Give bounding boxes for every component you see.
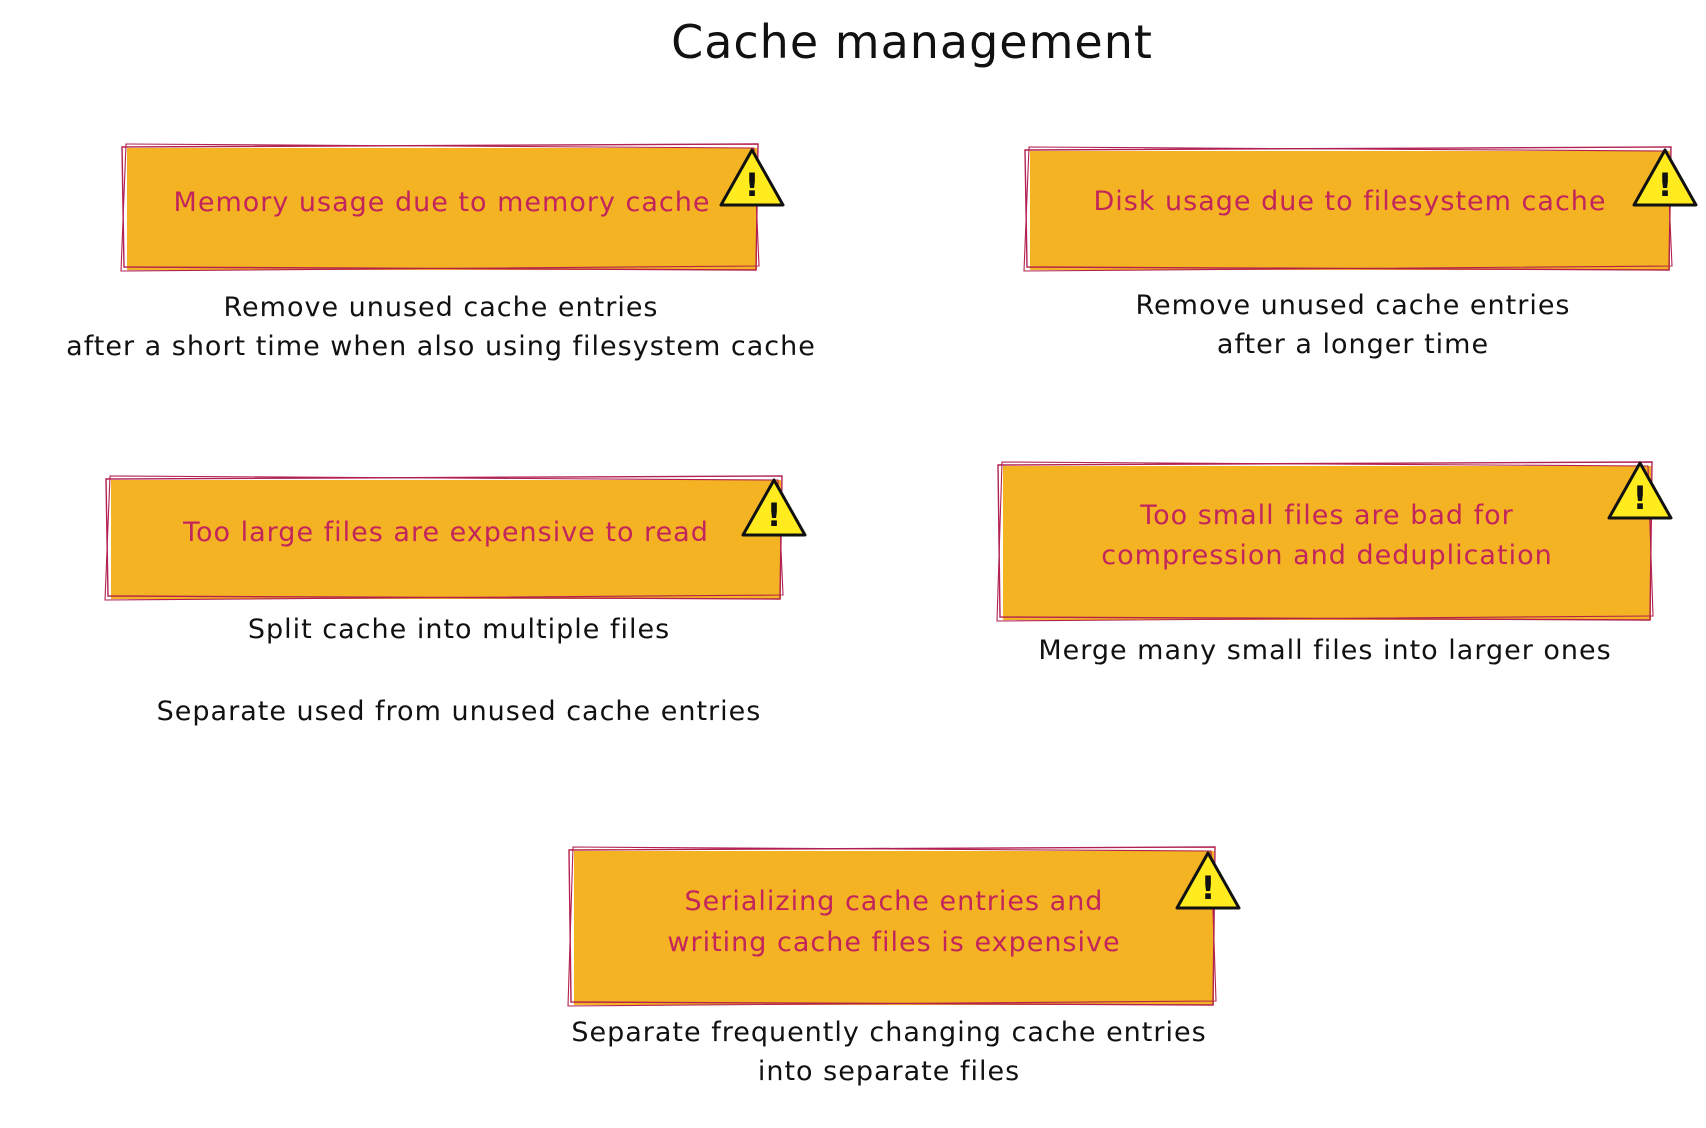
solution-text: Merge many small files into larger ones (1038, 635, 1611, 666)
problem-box-outline (105, 475, 783, 600)
problem-box-disk (1030, 151, 1670, 270)
problem-box-outline (1023, 146, 1673, 272)
problem-box-outline (568, 846, 1216, 1006)
warning-icon: ! (1607, 461, 1673, 520)
warning-triangle (719, 148, 785, 207)
solution-text: into separate files (758, 1056, 1020, 1087)
problem-text: compression and deduplication (1101, 540, 1552, 571)
problem-text: Too small files are bad for (1139, 500, 1514, 531)
problem-text: Serializing cache entries and (685, 886, 1104, 917)
page-title: Cache management (671, 15, 1153, 69)
problem-group-serializing: Serializing cache entries and writing cac… (567, 846, 1241, 1087)
solution-text: Remove unused cache entries (1135, 290, 1570, 321)
problem-box-outline (567, 846, 1217, 1007)
warning-mark: ! (1658, 166, 1673, 204)
solution-text: Remove unused cache entries (223, 292, 658, 323)
problem-box-small-files (1003, 466, 1651, 620)
problem-group-large-files: Too large files are expensive to read! Sp… (104, 475, 807, 727)
solution-text: Separate used from unused cache entries (157, 696, 762, 727)
warning-triangle (1607, 461, 1673, 520)
problem-text: Memory usage due to memory cache (174, 187, 711, 218)
problem-group-memory: Memory usage due to memory cache! Remove … (66, 143, 816, 362)
problem-box-large-files (111, 480, 781, 599)
warning-mark: ! (767, 496, 782, 534)
problem-box-outline (121, 143, 759, 271)
problem-box-outline (104, 475, 784, 601)
warning-icon: ! (1175, 851, 1241, 910)
problem-group-disk: Disk usage due to filesystem cache! Remov… (1023, 146, 1698, 360)
warning-mark: ! (1201, 869, 1216, 907)
warning-mark: ! (1633, 479, 1648, 517)
solution-text: after a longer time (1217, 329, 1489, 360)
problem-box-outline (997, 461, 1653, 621)
solution-text: after a short time when also using files… (66, 331, 816, 362)
warning-triangle (741, 478, 807, 537)
warning-icon: ! (741, 478, 807, 537)
problem-text: Disk usage due to filesystem cache (1093, 186, 1606, 217)
problem-box-memory (127, 148, 757, 270)
problem-text: writing cache files is expensive (667, 927, 1120, 958)
warning-icon: ! (1632, 148, 1698, 207)
warning-triangle (1175, 851, 1241, 910)
problem-box-outline (996, 461, 1654, 622)
problem-box-outline (120, 143, 760, 272)
warning-icon: ! (719, 148, 785, 207)
warning-mark: ! (745, 166, 760, 204)
warning-triangle (1632, 148, 1698, 207)
problem-box-outline (1024, 146, 1672, 271)
solution-text: Separate frequently changing cache entri… (571, 1017, 1206, 1048)
problem-group-small-files: Too small files are bad for compression a… (996, 461, 1673, 666)
solution-text: Split cache into multiple files (248, 614, 670, 645)
problem-box-serializing (574, 851, 1214, 1005)
problem-text: Too large files are expensive to read (182, 517, 709, 548)
